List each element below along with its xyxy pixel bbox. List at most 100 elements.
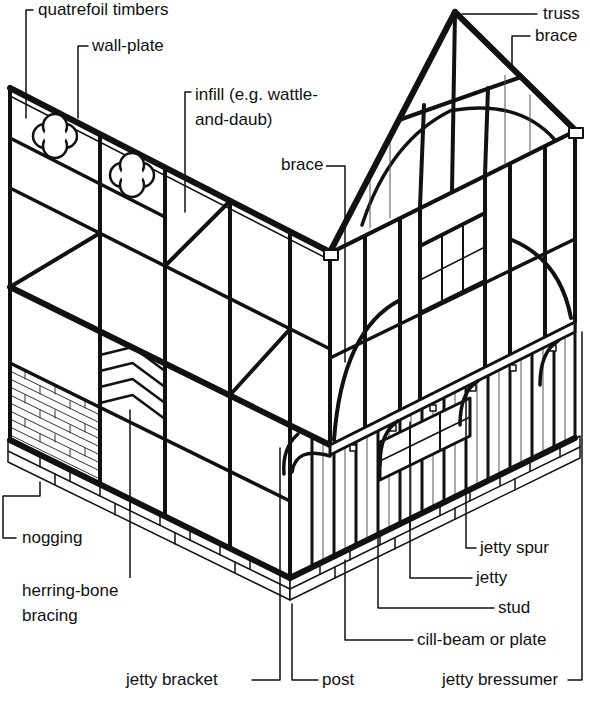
gable-truss-part <box>330 12 455 252</box>
left-wall-frame <box>10 88 330 578</box>
left-wall-frame-part-part <box>25 395 26 403</box>
left-wall-frame-part-part <box>121 164 143 186</box>
part-label: wall-plate <box>90 36 166 56</box>
left-wall-frame-part-part <box>198 183 202 187</box>
left-wall-frame-part-part <box>163 167 167 516</box>
left-wall-frame-part <box>10 201 290 395</box>
left-wall-frame-part-part <box>70 449 71 457</box>
left-wall-frame-part-part <box>165 201 230 266</box>
leader-lines-part <box>466 392 476 548</box>
gable-truss <box>324 12 583 260</box>
leader-lines-part <box>122 410 130 590</box>
part-label: jetty spur <box>478 538 551 558</box>
gable-truss-part-part <box>390 135 391 218</box>
left-wall-frame-part-part <box>40 386 41 394</box>
leader-lines-part <box>292 604 318 680</box>
left-wall-frame-part-part <box>10 233 100 287</box>
gable-truss-part-part <box>505 75 506 165</box>
upper-right-wall-frame-part-part <box>350 445 356 451</box>
stone-plinth-part <box>174 533 176 544</box>
left-wall-frame-part <box>10 88 330 578</box>
left-wall-frame-part-part <box>40 410 41 418</box>
upper-right-wall-frame-part-part <box>543 145 547 337</box>
upper-right-wall-frame-part <box>284 341 558 474</box>
leader-lines <box>3 10 582 680</box>
left-wall-frame-part-part <box>10 419 100 463</box>
left-wall-frame-part <box>10 440 290 578</box>
left-wall-frame-part-part <box>10 188 330 349</box>
part-label: nogging <box>20 528 85 548</box>
left-wall-frame-part <box>10 138 330 501</box>
upper-right-wall-frame-part-part <box>430 405 436 411</box>
left-wall-frame-part-part <box>55 410 56 418</box>
leader-lines-part <box>78 46 88 118</box>
left-wall-frame-part-part <box>10 403 100 447</box>
part-label: brace <box>533 26 580 46</box>
left-wall-frame-part-part <box>10 371 100 415</box>
stone-plinth-part <box>54 474 56 485</box>
upper-right-wall-frame-part <box>330 322 575 455</box>
leader-lines-part <box>462 13 537 15</box>
stone-plinth-part <box>514 479 516 490</box>
leader-lines-part <box>568 332 582 680</box>
gable-truss-part <box>362 108 555 225</box>
leader-lines-part <box>410 422 472 578</box>
part-label: jetty bressumer <box>440 670 560 690</box>
upper-right-wall-frame-part <box>512 240 571 318</box>
upper-right-wall-frame-part-part <box>284 434 298 474</box>
part-label: jetty bracket <box>124 670 220 690</box>
left-wall-frame-part-part <box>228 201 232 548</box>
upper-right-wall-frame-part-part <box>573 130 577 322</box>
left-wall-frame-part-part <box>118 142 122 146</box>
left-wall-frame-part <box>10 287 330 445</box>
left-wall-frame-part-part <box>38 101 42 105</box>
left-wall-frame-part-part <box>10 387 100 431</box>
leader-lines-part <box>185 92 191 212</box>
left-wall-frame-part-part <box>25 419 26 427</box>
stone-plinth-part <box>394 538 396 549</box>
upper-right-wall-frame-part <box>350 345 556 451</box>
gable-truss-part <box>324 250 338 260</box>
left-wall-frame-part <box>44 125 143 186</box>
left-wall-frame-part-part <box>278 224 282 228</box>
left-wall-frame-part-part <box>100 395 165 419</box>
gable-truss-part-part <box>420 105 424 207</box>
left-wall-frame-part-part <box>55 434 56 442</box>
part-label: jetty <box>474 568 509 588</box>
left-wall-frame-part <box>10 88 330 578</box>
leader-lines-part <box>26 10 33 118</box>
left-wall-frame-part-part <box>70 425 71 433</box>
part-label: herring-bone bracing <box>20 578 139 628</box>
upper-right-wall-frame-part <box>420 213 485 313</box>
left-wall-frame-part-part <box>78 122 82 126</box>
part-label: brace <box>279 155 326 175</box>
gable-truss-part-part <box>530 95 531 152</box>
left-wall-frame-part <box>33 114 154 197</box>
left-wall-frame-part-part <box>44 125 66 147</box>
upper-right-wall-frame-part-part <box>510 365 516 371</box>
left-wall-frame-part-part <box>230 329 290 395</box>
left-wall-frame-part-part <box>238 204 242 208</box>
left-wall-frame-part-part <box>328 252 332 445</box>
leader-lines-part <box>378 520 494 608</box>
upper-right-wall-frame-part <box>420 247 485 280</box>
part-label: post <box>320 670 356 690</box>
left-wall-frame-part-part <box>10 138 165 217</box>
left-wall-frame-part-part <box>85 424 86 432</box>
leader-lines-part <box>252 448 280 680</box>
gable-truss-part-part <box>485 88 488 175</box>
upper-right-wall-frame-part-part <box>508 162 512 355</box>
part-label: truss <box>541 4 582 24</box>
leader-lines-part <box>326 166 345 362</box>
gable-truss-part <box>370 75 530 228</box>
upper-right-wall-frame-part-part <box>540 341 558 385</box>
part-label: quatrefoil timbers <box>36 0 170 20</box>
left-wall-frame-part-part <box>10 363 290 501</box>
stone-plinth-part <box>114 504 116 515</box>
gable-truss-part <box>330 12 575 252</box>
left-wall-frame-part-part <box>10 435 100 479</box>
left-wall-frame-part-part <box>158 163 162 167</box>
stone-plinth-part <box>454 508 456 519</box>
leader-lines-part <box>512 36 530 70</box>
